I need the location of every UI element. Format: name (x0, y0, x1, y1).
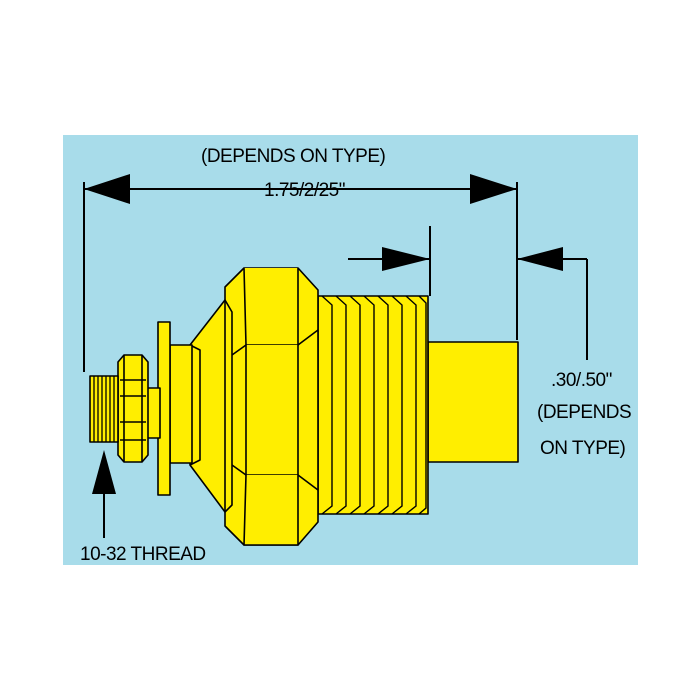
probe-tip (427, 341, 519, 463)
overall-length-dimension (83, 174, 518, 372)
probe-note-line1: (DEPENDS (537, 402, 631, 423)
terminal-stud (89, 375, 119, 443)
terminal-nut (117, 354, 149, 463)
terminal-neck (169, 344, 193, 464)
left-arrowhead (84, 174, 130, 204)
thread-pointer (92, 450, 116, 538)
pipe-thread (317, 295, 429, 515)
length-note-label: (DEPENDS ON TYPE) (201, 146, 386, 167)
hex-body (224, 267, 319, 546)
thread-label: 10-32 THREAD (80, 544, 206, 565)
length-value-label: 1.75/2/25" (264, 180, 345, 201)
sender-body (89, 267, 519, 546)
right-arrowhead (470, 174, 517, 204)
probe-value-label: .30/.50" (551, 370, 612, 391)
probe-note-line2: ON TYPE) (540, 438, 626, 459)
up-arrowhead (92, 450, 116, 494)
probe-length-dimension (348, 226, 588, 360)
